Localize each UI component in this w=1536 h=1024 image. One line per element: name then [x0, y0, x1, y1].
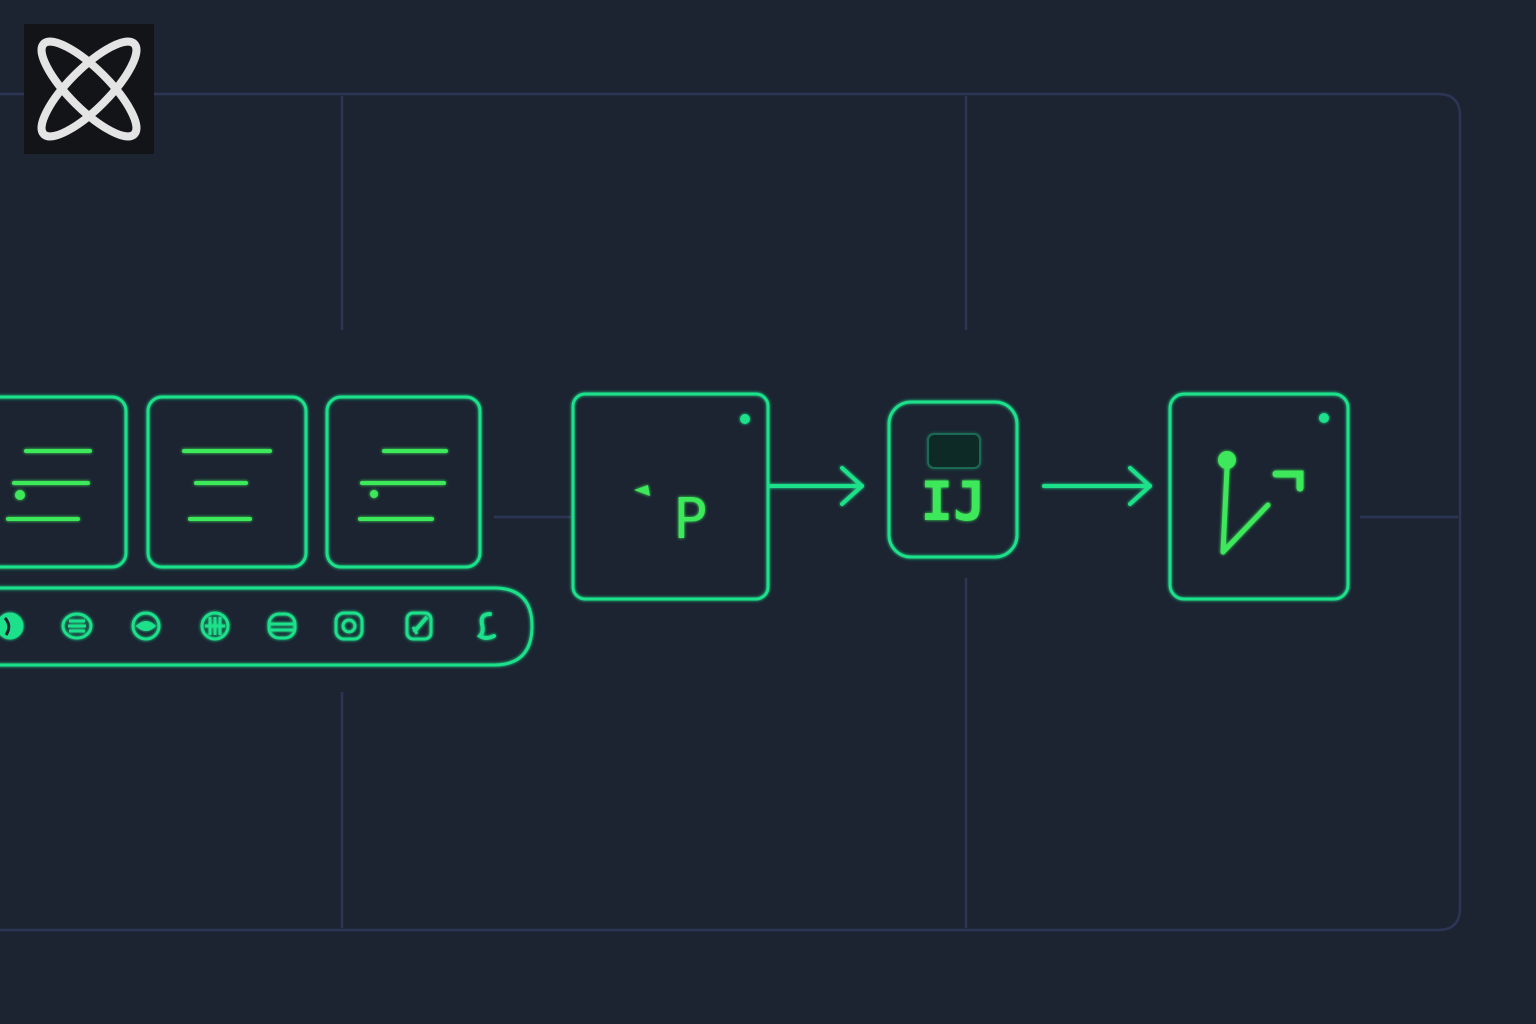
- hook-icon[interactable]: [476, 612, 496, 640]
- document-card[interactable]: [146, 395, 308, 569]
- status-dot: [740, 414, 750, 424]
- document-card[interactable]: [0, 395, 128, 569]
- panel-frame: [0, 92, 1462, 932]
- globe-icon[interactable]: [0, 612, 24, 640]
- parser-label: P: [673, 487, 707, 552]
- eye-icon[interactable]: [131, 611, 161, 641]
- text-lines-icon: [6, 449, 92, 521]
- panel-border: [0, 92, 1462, 932]
- processor-label: IJ: [920, 470, 985, 533]
- parser-node[interactable]: P: [571, 392, 770, 601]
- output-node[interactable]: [1168, 392, 1350, 601]
- processor-chip-icon: [927, 433, 981, 469]
- camera-icon[interactable]: [334, 611, 364, 641]
- mouth-icon[interactable]: [61, 612, 93, 640]
- flow-arrow: [768, 466, 864, 506]
- edit-icon[interactable]: [405, 611, 433, 641]
- processor-node[interactable]: IJ: [887, 400, 1019, 559]
- format-icon-bar: [0, 586, 534, 667]
- status-dot: [1319, 413, 1329, 423]
- document-card[interactable]: [325, 395, 482, 569]
- text-lines-icon: [358, 449, 448, 521]
- text-lines-icon: [182, 449, 272, 521]
- flow-arrow: [1042, 466, 1152, 506]
- orbit-x-logo: [24, 24, 154, 154]
- window-icon[interactable]: [267, 612, 297, 640]
- branch-arrow-icon: [1218, 451, 1304, 555]
- parser-bullet: [634, 485, 650, 496]
- grid-icon[interactable]: [200, 611, 230, 641]
